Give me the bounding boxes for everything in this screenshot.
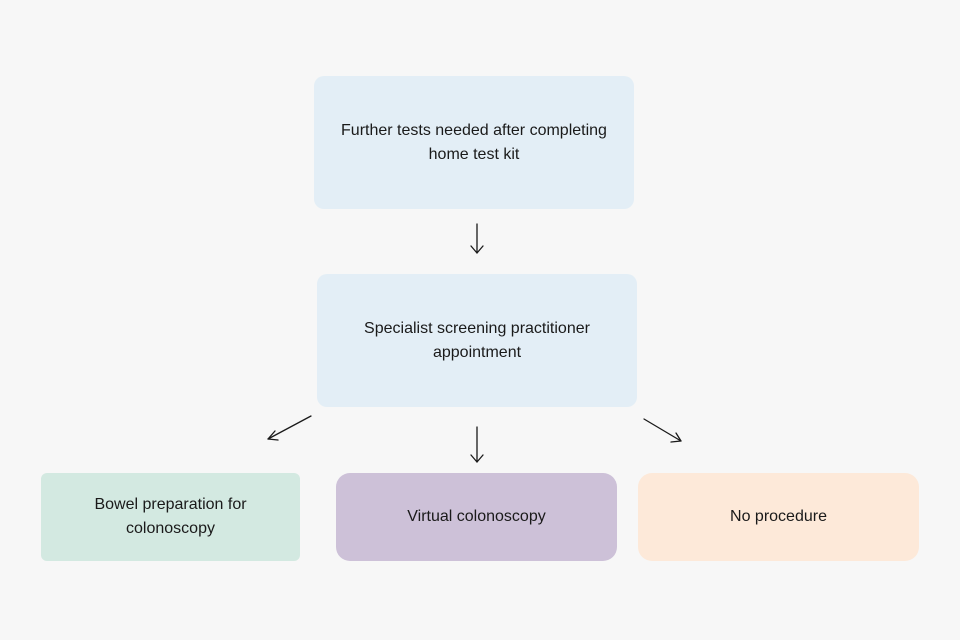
node-label: Further tests needed after completing ho… (341, 121, 607, 163)
node-bowel-preparation: Bowel preparation for colonoscopy (41, 473, 300, 561)
arrow-specialist-to-virtual (470, 426, 484, 463)
node-label: Bowel preparation for colonoscopy (94, 496, 247, 537)
node-virtual-colonoscopy: Virtual colonoscopy (336, 473, 617, 561)
arrow-home-to-specialist (470, 223, 484, 254)
arrow-specialist-to-no-procedure (643, 418, 682, 443)
node-specialist-appointment: Specialist screening practitioner appoin… (317, 274, 637, 407)
arrow-specialist-to-bowel-prep (267, 415, 312, 441)
node-label: Specialist screening practitioner appoin… (364, 319, 590, 361)
node-label: Virtual colonoscopy (407, 508, 546, 525)
node-home-test-kit: Further tests needed after completing ho… (314, 76, 634, 209)
node-no-procedure: No procedure (638, 473, 919, 561)
node-label: No procedure (730, 508, 827, 525)
